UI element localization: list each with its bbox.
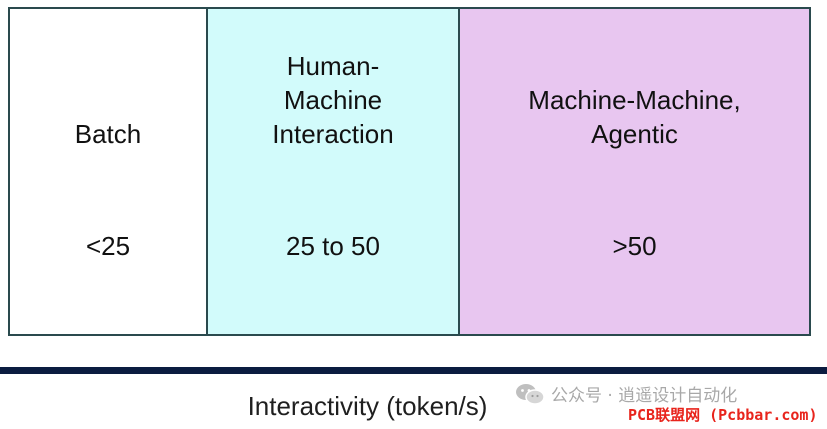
watermark-site: PCB联盟网 (Pcbbar.com) — [628, 406, 818, 424]
segment-batch-range: <25 — [85, 231, 131, 261]
watermark-account-text: 公众号 · 逍遥设计自动化 — [551, 386, 738, 406]
segment-machine-machine-name: Machine-Machine, Agentic — [528, 85, 741, 149]
segment-human-machine-range: 25 to 50 — [286, 231, 380, 261]
axis-rule — [0, 367, 827, 374]
segment-human-machine: Human- Machine Interaction 25 to 50 — [206, 9, 458, 334]
segment-human-machine-name: Human- Machine Interaction — [272, 51, 394, 149]
segment-machine-machine-range: >50 — [612, 231, 657, 261]
wechat-icon — [516, 383, 545, 405]
watermark-account: 公众号 · 逍遥设计自动化 — [515, 381, 737, 406]
segment-batch-name: Batch — [74, 119, 142, 149]
segment-batch: Batch <25 — [10, 9, 206, 334]
segment-machine-machine: Machine-Machine, Agentic >50 — [458, 9, 809, 334]
axis-label: Interactivity (token/s) — [247, 391, 488, 421]
interactivity-segments: Batch <25 Human- Machine Interaction 25 … — [8, 7, 811, 336]
